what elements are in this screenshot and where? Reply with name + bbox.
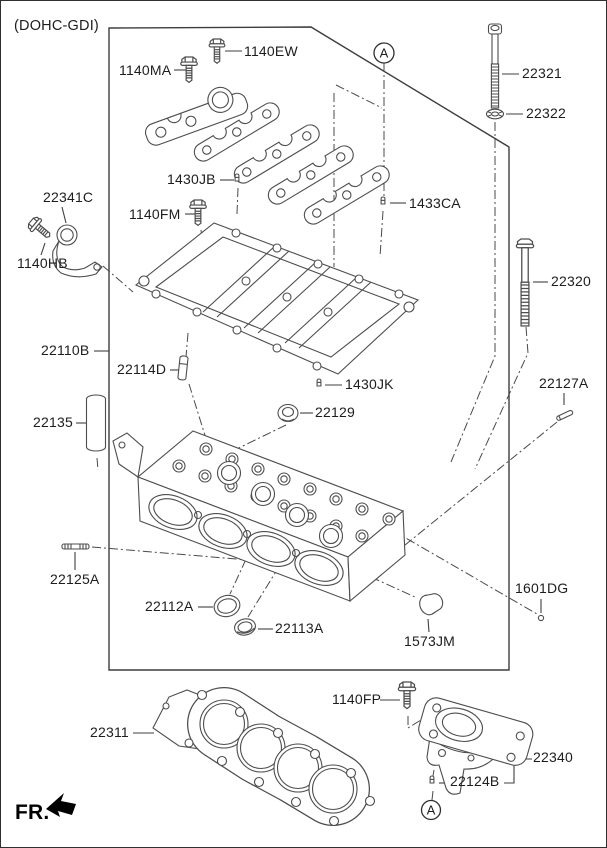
pin-1430jb — [234, 173, 240, 182]
long-bolt-22321 — [487, 23, 503, 109]
cam-carrier-drawing — [134, 222, 420, 375]
pin-1433ca — [380, 196, 386, 205]
pin-22124b — [429, 775, 435, 784]
svg-text:A: A — [427, 803, 436, 818]
seal-ring-22113a — [234, 618, 256, 636]
plug-point-1601dg — [537, 614, 545, 622]
long-bolt-22320 — [515, 238, 535, 327]
fastener-bolt-1140ew — [208, 38, 226, 64]
stud-22125a — [61, 543, 90, 550]
dowel-pin-22114d — [177, 355, 189, 381]
fastener-bolt-1140fp — [397, 681, 417, 710]
seal-bracket-22341c — [52, 224, 103, 278]
outlet-fitting-drawing — [418, 697, 534, 795]
dowel-sleeve-22135 — [85, 394, 107, 452]
front-direction-arrow-icon — [46, 793, 76, 817]
washer-22322 — [485, 108, 505, 120]
cylinder-head-drawing — [112, 430, 406, 603]
plug-22129 — [277, 403, 299, 423]
head-gasket-drawing — [152, 687, 376, 827]
bearing-caps-drawing — [144, 86, 394, 228]
cup-plug-1573jm — [419, 593, 444, 616]
seal-ring-22112a — [213, 594, 241, 618]
detail-marker-a-top: A — [373, 42, 395, 64]
diagram-boundary-box — [108, 26, 510, 671]
pin-1430jk — [316, 378, 322, 387]
fastener-bolt-1140fm — [189, 199, 207, 227]
dowel-pin-22127a — [556, 409, 574, 421]
leader-lines — [40, 50, 565, 784]
svg-text:A: A — [380, 46, 389, 61]
detail-marker-a-bottom: A — [420, 799, 442, 821]
fastener-bolt-1140hb — [25, 214, 56, 244]
